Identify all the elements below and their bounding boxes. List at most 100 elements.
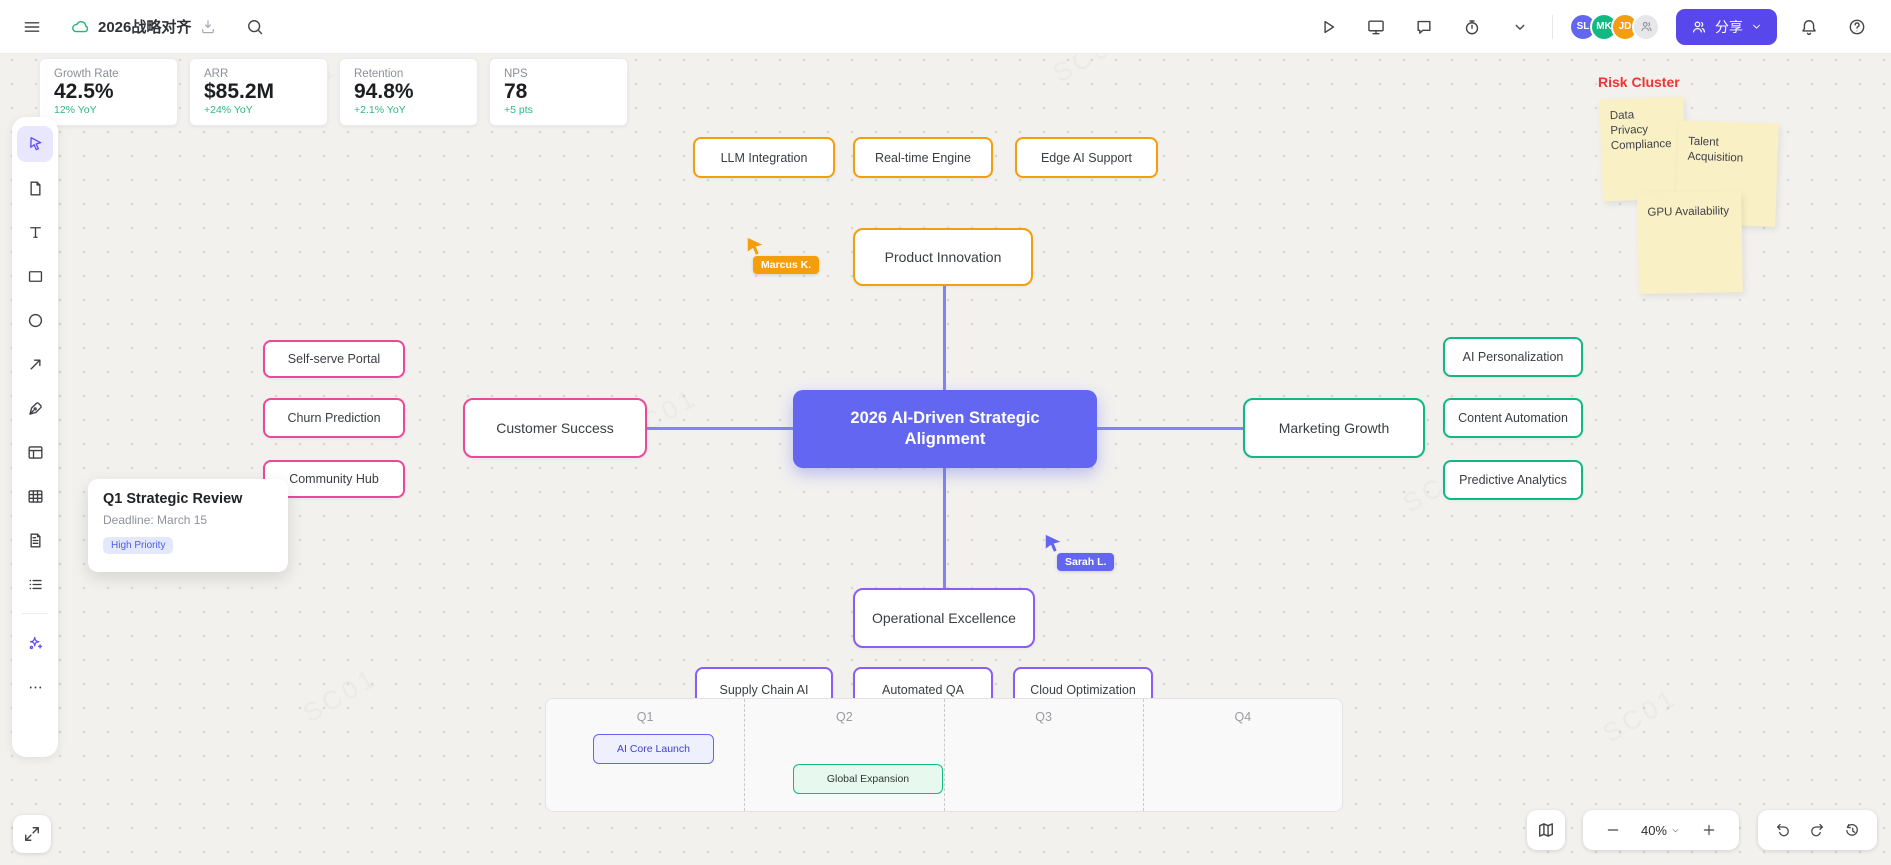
document-chip[interactable]: 2026战略对齐 xyxy=(62,11,225,42)
search-icon[interactable] xyxy=(239,11,271,43)
kpi-card-retention[interactable]: Retention 94.8% +2.1% YoY xyxy=(339,58,478,126)
cloud-icon xyxy=(72,20,89,32)
table-tool[interactable] xyxy=(17,478,53,514)
list-icon xyxy=(29,579,42,589)
text-icon xyxy=(29,226,41,238)
timer-icon[interactable] xyxy=(1456,11,1488,43)
node-edge-ai-support[interactable]: Edge AI Support xyxy=(1015,137,1158,178)
node-ai-personalization[interactable]: AI Personalization xyxy=(1443,337,1583,377)
node-self-serve-portal[interactable]: Self-serve Portal xyxy=(263,340,405,378)
download-icon[interactable] xyxy=(199,18,217,36)
risk-cluster-title: Risk Cluster xyxy=(1598,74,1680,90)
history-button[interactable] xyxy=(1839,817,1865,843)
timeline-col-q1: Q1 xyxy=(546,699,744,811)
sticky-note-data-privacy[interactable]: Data Privacy Compliance xyxy=(1599,96,1687,202)
quarter-label: Q3 xyxy=(1035,710,1052,724)
hamburger-menu-icon[interactable] xyxy=(16,11,48,43)
node-operational-excellence[interactable]: Operational Excellence xyxy=(853,588,1035,648)
present-play-icon[interactable] xyxy=(1312,11,1344,43)
ai-assistant-tool[interactable] xyxy=(17,625,53,661)
arrow-tool[interactable] xyxy=(17,346,53,382)
node-predictive-analytics[interactable]: Predictive Analytics xyxy=(1443,460,1583,500)
zoom-level: 40% xyxy=(1640,822,1667,838)
kpi-value: 94.8% xyxy=(354,80,414,103)
connector-customer-center xyxy=(647,427,793,430)
mindmap-center-node[interactable]: 2026 AI-Driven Strategic Alignment xyxy=(793,390,1097,468)
pen-tool[interactable] xyxy=(17,390,53,426)
watermark: SC01 xyxy=(1597,681,1683,749)
sticky-note-gpu[interactable]: GPU Availability xyxy=(1637,191,1743,294)
timeline-item-ai-core-launch[interactable]: AI Core Launch xyxy=(593,734,714,764)
frame-tool[interactable] xyxy=(17,434,53,470)
kpi-delta: +2.1% YoY xyxy=(354,104,406,117)
avatar-stack: SL MK JD xyxy=(1569,12,1660,41)
rectangle-tool[interactable] xyxy=(17,258,53,294)
notifications-bell-icon[interactable] xyxy=(1793,11,1825,43)
text-tool[interactable] xyxy=(17,214,53,250)
node-realtime-engine[interactable]: Real-time Engine xyxy=(853,137,993,178)
kpi-value: 42.5% xyxy=(54,80,114,103)
list-tool[interactable] xyxy=(17,566,53,602)
kpi-value: $85.2M xyxy=(204,80,275,103)
redo-button[interactable] xyxy=(1804,817,1830,843)
node-customer-success[interactable]: Customer Success xyxy=(463,398,647,458)
node-content-automation[interactable]: Content Automation xyxy=(1443,398,1583,438)
doc-title: 2026战略对齐 xyxy=(98,19,192,36)
file-tool[interactable] xyxy=(17,170,53,206)
app-header: 2026战略对齐 SL xyxy=(0,0,1891,54)
document-tool[interactable] xyxy=(17,522,53,558)
kpi-label: Retention xyxy=(354,68,404,80)
kpi-card-nps[interactable]: NPS 78 +5 pts xyxy=(489,58,628,126)
select-tool[interactable] xyxy=(17,126,53,162)
undo-button[interactable] xyxy=(1770,817,1796,843)
node-product-innovation[interactable]: Product Innovation xyxy=(853,228,1033,286)
cursor-arrow-icon xyxy=(747,237,763,255)
task-deadline: Deadline: March 15 xyxy=(103,513,208,527)
minimap-button[interactable] xyxy=(1527,810,1565,850)
kpi-card-growth-rate[interactable]: Growth Rate 42.5% 12% YoY xyxy=(39,58,178,126)
connector-center-operations xyxy=(943,468,946,588)
node-churn-prediction[interactable]: Churn Prediction xyxy=(263,398,405,438)
more-collaborators-avatar[interactable] xyxy=(1632,12,1660,41)
timeline-frame[interactable]: Q1 Q2 Q3 Q4 xyxy=(545,698,1343,812)
rectangle-icon xyxy=(28,270,42,282)
help-icon[interactable] xyxy=(1841,11,1873,43)
watermark: SC01 xyxy=(297,661,383,729)
chevron-down-icon[interactable] xyxy=(1504,11,1536,43)
kpi-delta: 12% YoY xyxy=(54,104,97,117)
chevron-down-icon xyxy=(1672,828,1679,832)
share-people-icon xyxy=(1692,20,1706,33)
kpi-label: ARR xyxy=(204,68,229,80)
more-tools[interactable] xyxy=(17,669,53,705)
task-card[interactable]: Q1 Strategic Review Deadline: March 15 H… xyxy=(88,479,288,572)
priority-badge: High Priority xyxy=(103,537,174,554)
timeline-item-global-expansion[interactable]: Global Expansion xyxy=(793,764,943,794)
task-title: Q1 Strategic Review xyxy=(103,491,243,507)
node-llm-integration[interactable]: LLM Integration xyxy=(693,137,835,178)
file-icon xyxy=(29,180,41,196)
ellipsis-icon xyxy=(29,686,41,688)
screen-share-icon[interactable] xyxy=(1360,11,1392,43)
timeline-col-q2: Q2 xyxy=(744,699,943,811)
ellipse-tool[interactable] xyxy=(17,302,53,338)
node-marketing-growth[interactable]: Marketing Growth xyxy=(1243,398,1425,458)
kpi-card-arr[interactable]: ARR $85.2M +24% YoY xyxy=(189,58,328,126)
people-icon xyxy=(1640,21,1652,32)
arrow-icon xyxy=(29,358,41,370)
ai-sparkle-icon xyxy=(29,636,42,649)
share-button[interactable]: 分享 xyxy=(1676,8,1777,45)
kpi-value: 78 xyxy=(504,80,528,103)
zoom-in-button[interactable] xyxy=(1697,818,1721,842)
kpi-label: Growth Rate xyxy=(54,68,119,80)
comment-icon[interactable] xyxy=(1408,11,1440,43)
expand-button[interactable] xyxy=(13,815,51,853)
kpi-label: NPS xyxy=(504,68,528,80)
timeline-col-q4: Q4 xyxy=(1142,699,1342,811)
zoom-level-dropdown[interactable]: 40% xyxy=(1641,823,1681,838)
expand-icon xyxy=(25,827,39,841)
connector-center-marketing xyxy=(1097,427,1243,430)
zoom-out-button[interactable] xyxy=(1601,818,1625,842)
toolbar-divider xyxy=(22,613,48,614)
kpi-delta: +24% YoY xyxy=(204,104,253,117)
